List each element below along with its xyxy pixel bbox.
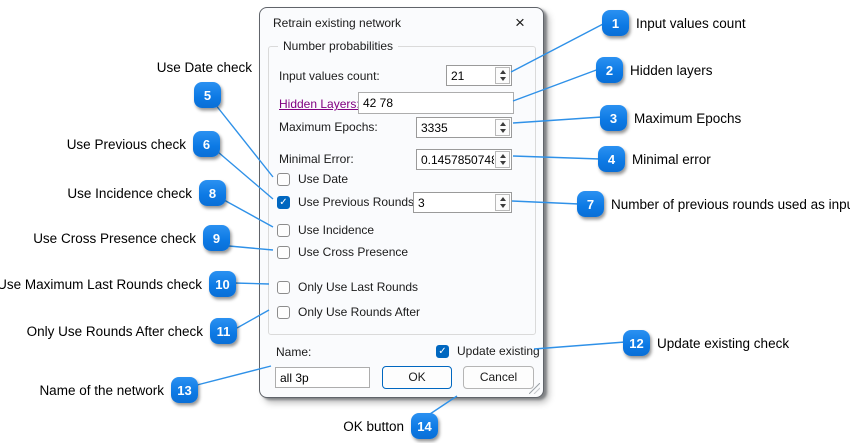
callout-4-badge: 4 [598,146,625,172]
callout-13: Name of the network 13 [39,377,198,403]
use-incidence-checkbox[interactable] [277,223,290,237]
minimal-error-spinbox[interactable] [416,149,512,170]
only-use-rounds-after-label: Only Use Rounds After [298,305,421,319]
maximum-epochs-field[interactable] [417,118,494,137]
use-date-label: Use Date [298,172,349,186]
use-cross-presence-checkbox[interactable] [277,245,290,259]
callout-2-label: Hidden layers [630,62,713,78]
use-previous-rounds-label: Use Previous Rounds [298,195,415,209]
spin-up-icon[interactable] [499,70,506,75]
callout-3-label: Maximum Epochs [634,110,742,126]
only-use-last-rounds-checkbox-row[interactable]: Only Use Last Rounds [277,280,418,294]
only-use-rounds-after-checkbox[interactable] [277,305,290,319]
callout-11-badge: 11 [210,318,237,344]
use-previous-rounds-checkbox[interactable] [277,195,290,209]
input-values-count-spin-buttons[interactable] [495,67,510,84]
callout-2: 2 Hidden layers [596,57,713,83]
input-values-count-field[interactable] [447,66,494,85]
update-existing-checkbox[interactable] [436,344,449,358]
spin-up-icon[interactable] [499,154,506,159]
spin-up-icon[interactable] [499,197,506,202]
resize-grip-icon[interactable] [529,383,540,394]
callout-1: 1 Input values count [602,10,746,36]
callout-12-label: Update existing check [657,335,790,351]
callout-14-label: OK button [343,418,404,434]
callout-14: OK button 14 [343,413,438,439]
spin-down-icon[interactable] [499,76,506,81]
dialog-title: Retrain existing network [273,16,402,30]
hidden-layers-field[interactable] [358,92,514,114]
callout-7: 7 Number of previous rounds used as inpu… [577,191,850,217]
input-values-count-label: Input values count: [279,69,380,83]
spin-down-icon[interactable] [499,128,506,133]
callout-2-badge: 2 [596,57,623,83]
use-incidence-label: Use Incidence [298,223,375,237]
callout-6: Use Previous check 6 [67,131,220,157]
callout-1-label: Input values count [636,15,746,31]
dialog-titlebar[interactable]: Retrain existing network × [260,8,543,38]
only-use-rounds-after-checkbox-row[interactable]: Only Use Rounds After [277,305,420,319]
update-existing-label: Update existing [457,344,540,358]
callout-11: Only Use Rounds After check 11 [27,318,237,344]
update-existing-checkbox-row[interactable]: Update existing [436,344,540,358]
input-values-count-spinbox[interactable] [446,65,512,86]
callout-7-badge: 7 [577,191,604,217]
callout-10-badge: 10 [209,271,236,297]
use-date-checkbox-row[interactable]: Use Date [277,172,348,186]
callout-13-label: Name of the network [39,382,164,398]
callout-5-label: Use Date check [156,60,252,75]
callout-12-badge: 12 [623,330,650,356]
close-icon[interactable]: × [515,13,525,32]
minimal-error-field[interactable] [417,150,494,169]
callout-9-label: Use Cross Presence check [33,230,196,246]
hidden-layers-link[interactable]: Hidden Layers: [279,97,360,111]
callout-10-label: Use Maximum Last Rounds check [0,276,202,292]
callout-1-badge: 1 [602,10,629,36]
spin-down-icon[interactable] [499,160,506,165]
use-incidence-checkbox-row[interactable]: Use Incidence [277,223,374,237]
maximum-epochs-spin-buttons[interactable] [495,119,510,136]
callout-8-label: Use Incidence check [67,185,192,201]
use-cross-presence-label: Use Cross Presence [298,245,409,259]
ok-button[interactable]: OK [382,366,452,389]
callout-7-label: Number of previous rounds used as input [611,196,850,212]
previous-rounds-spin-buttons[interactable] [495,194,510,211]
callout-6-badge: 6 [193,131,220,157]
callout-9-badge: 9 [203,225,230,251]
use-previous-rounds-checkbox-row[interactable]: Use Previous Rounds [277,195,414,209]
callout-3-badge: 3 [600,105,627,131]
callout-11-label: Only Use Rounds After check [26,323,203,339]
callout-14-badge: 14 [411,413,438,439]
previous-rounds-count-spinbox[interactable] [413,192,512,213]
callout-8: Use Incidence check 8 [67,180,226,206]
callout-4: 4 Minimal error [598,146,711,172]
minimal-error-spin-buttons[interactable] [495,151,510,168]
callout-4-label: Minimal error [632,151,711,167]
maximum-epochs-spinbox[interactable] [416,117,512,138]
previous-rounds-count-field[interactable] [414,193,494,212]
use-cross-presence-checkbox-row[interactable]: Use Cross Presence [277,245,408,259]
callout-12: 12 Update existing check [623,330,789,356]
callout-13-badge: 13 [171,377,198,403]
only-use-last-rounds-label: Only Use Last Rounds [298,280,419,294]
callout-6-label: Use Previous check [66,136,186,152]
retrain-dialog-window: Retrain existing network × Number probab… [259,7,544,398]
network-name-input[interactable] [275,367,370,388]
spin-up-icon[interactable] [499,122,506,127]
spin-down-icon[interactable] [499,203,506,208]
callout-10: Use Maximum Last Rounds check 10 [0,271,236,297]
only-use-last-rounds-checkbox[interactable] [277,280,290,294]
callout-5-badge: 5 [194,82,221,108]
minimal-error-label: Minimal Error: [279,152,354,166]
callout-3: 3 Maximum Epochs [600,105,741,131]
use-date-checkbox[interactable] [277,172,290,186]
callout-9: Use Cross Presence check 9 [33,225,230,251]
callout-5: Use Date check 5 [157,60,252,108]
name-label: Name: [276,345,312,359]
cancel-button[interactable]: Cancel [463,366,534,389]
callout-8-badge: 8 [199,180,226,206]
maximum-epochs-label: Maximum Epochs: [279,120,378,134]
groupbox-label: Number probabilities [278,39,399,53]
